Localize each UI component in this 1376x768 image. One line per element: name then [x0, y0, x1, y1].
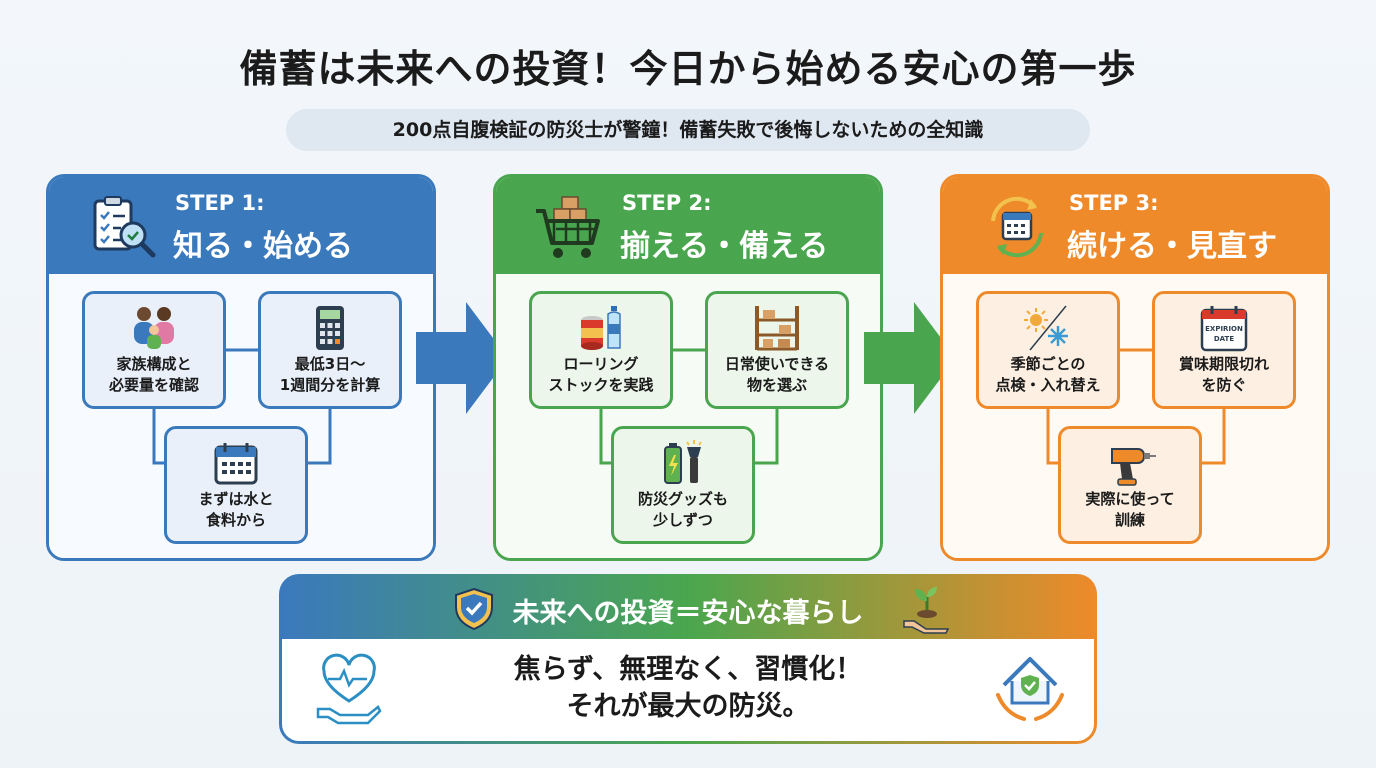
step-2-panel: STEP 2: 揃える・備える ローリング ストックを実践: [493, 174, 883, 561]
step-3-header: STEP 3: 続ける・見直す: [943, 177, 1327, 274]
card-seasonal-check: 季節ごとの 点検・入れ替え: [976, 291, 1120, 409]
calculator-icon: [316, 306, 344, 350]
cycle-calendar-icon: [991, 196, 1043, 258]
card-daily-items: 日常使いできる 物を選ぶ: [705, 291, 849, 409]
step-3-connectors: [1046, 348, 1226, 465]
card-rolling-stock: ローリング ストックを実践: [529, 291, 673, 409]
card-expiry: EXPIRION DATE 賞味期限切れ を防ぐ: [1152, 291, 1296, 409]
summary-message: 焦らず、無理なく、習慣化！ それが最大の防災。: [282, 651, 1094, 725]
canned-food-water-icon: [581, 306, 621, 350]
battery-flashlight-icon: [664, 440, 702, 484]
card-disaster-goods: 防災グッズも 少しずつ: [611, 426, 755, 544]
step-3-body: 季節ごとの 点検・入れ替え EXPIRION DATE 賞味期限切れ を防ぐ 実…: [943, 274, 1327, 558]
step-1-panel: STEP 1: 知る・始める 家族構成と 必要量を確認 最低3日: [46, 174, 436, 561]
step-1-name: 知る・始める: [173, 229, 353, 264]
card-label: 実際に使って 訓練: [1085, 490, 1175, 529]
plant-hand-icon: [903, 587, 950, 634]
card-label: まずは水と 食料から: [198, 490, 274, 529]
subtitle-pill: 200点自腹検証の防災士が警鐘！備蓄失敗で後悔しないための全知識: [286, 109, 1090, 151]
checklist-magnifier-icon: [93, 196, 156, 258]
card-label: 賞味期限切れ を防ぐ: [1178, 355, 1269, 394]
card-days-calc: 最低3日〜 1週間分を計算: [258, 291, 402, 409]
summary-title: 未来への投資＝安心な暮らし: [512, 598, 864, 629]
step-3-name: 続ける・見直す: [1067, 229, 1277, 264]
heart-hand-icon: [316, 653, 382, 725]
step-2-name: 揃える・備える: [620, 229, 829, 264]
step-3-number: STEP 3:: [1069, 191, 1159, 215]
card-family-amount: 家族構成と 必要量を確認: [82, 291, 226, 409]
arrow-right-icon: [416, 302, 508, 414]
card-label: 最低3日〜 1週間分を計算: [279, 355, 381, 394]
step-1-number: STEP 1:: [175, 191, 265, 215]
card-label: 防災グッズも 少しずつ: [637, 490, 728, 529]
step-1-header: STEP 1: 知る・始める: [49, 177, 433, 274]
step-1-body: 家族構成と 必要量を確認 最低3日〜 1週間分を計算 まずは水と 食料から: [49, 274, 433, 558]
expiration-date-icon: EXPIRION DATE: [1200, 306, 1248, 352]
summary-message-line1: 焦らず、無理なく、習慣化！: [513, 654, 863, 685]
summary-panel: 未来への投資＝安心な暮らし 焦らず、無理なく、習慣化！ それが最大の防災。: [279, 574, 1097, 744]
expiry-text-line2: DATE: [1214, 335, 1234, 343]
card-label: 日常使いできる 物を選ぶ: [724, 355, 830, 394]
arrow-right-icon: [864, 302, 956, 414]
shelf-icon: [755, 306, 799, 351]
step-2-header: STEP 2: 揃える・備える: [496, 177, 880, 274]
shopping-cart-icon: [536, 196, 600, 258]
calendar-icon: [214, 443, 258, 485]
card-label: 季節ごとの 点検・入れ替え: [995, 355, 1101, 394]
step-2-connectors: [599, 348, 779, 465]
house-hands-icon: [996, 657, 1064, 721]
card-label: ローリング ストックを実践: [548, 355, 654, 394]
card-practice-training: 実際に使って 訓練: [1058, 426, 1202, 544]
drill-icon: [1111, 448, 1156, 486]
summary-message-line2: それが最大の防災。: [566, 691, 810, 722]
summary-header: 未来への投資＝安心な暮らし: [282, 577, 1094, 639]
shield-check-icon: [455, 587, 493, 631]
step-1-connectors: [152, 348, 332, 465]
step-2-body: ローリング ストックを実践 日常使いできる 物を選ぶ 防災グッズも 少しずつ: [496, 274, 880, 558]
page-title: 備蓄は未来への投資！今日から始める安心の第一歩: [239, 47, 1137, 91]
step-2-number: STEP 2:: [622, 191, 712, 215]
sun-snow-icon: [1024, 305, 1068, 351]
summary-body: 焦らず、無理なく、習慣化！ それが最大の防災。: [282, 639, 1094, 741]
card-label: 家族構成と 必要量を確認: [108, 355, 199, 394]
step-3-panel: STEP 3: 続ける・見直す 季節ごとの 点検・入れ替え EXPIRION: [940, 174, 1330, 561]
family-icon: [134, 307, 174, 349]
expiry-text-line1: EXPIRION: [1205, 325, 1243, 333]
card-water-food: まずは水と 食料から: [164, 426, 308, 544]
